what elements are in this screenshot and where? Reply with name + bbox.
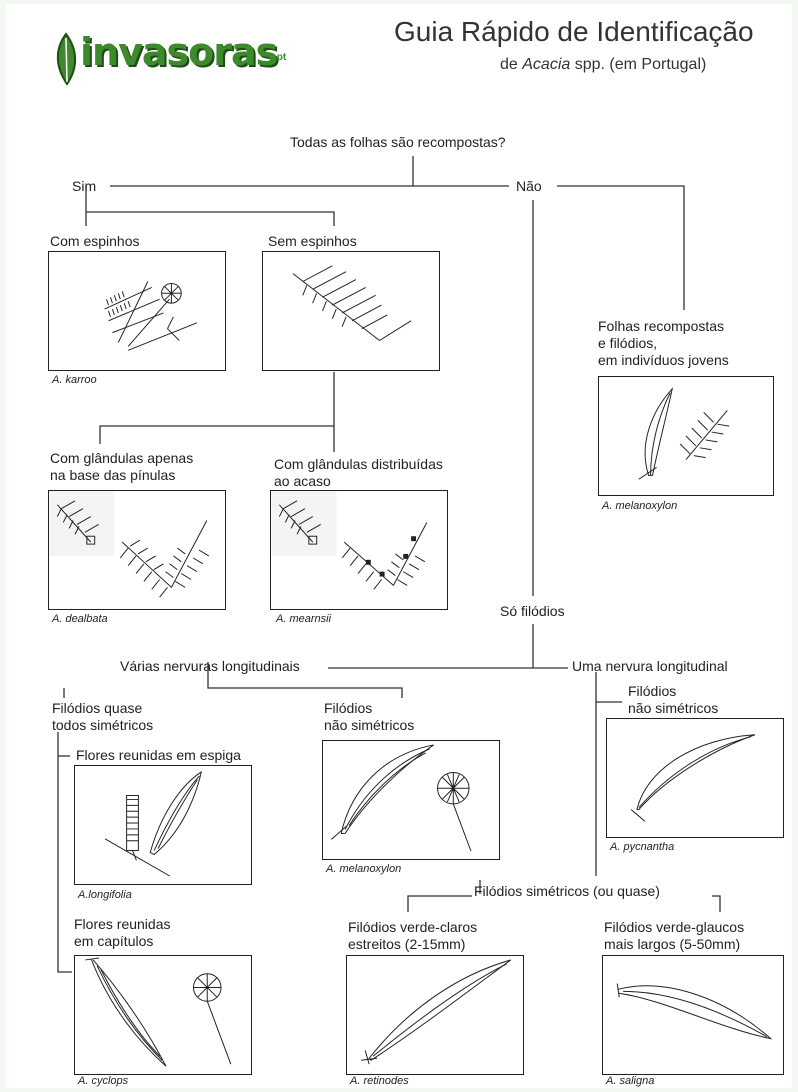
illustration-pycnantha [606,718,784,838]
bipinnate-gland-random-icon [271,491,428,590]
illustration-melanoxylon-mid [322,740,500,860]
page-subtitle: de Acacia spp. (em Portugal) [500,56,706,74]
phyllode-and-flower-icon [331,744,472,852]
species-melanoxylon-top: A. melanoxylon [602,500,678,512]
label-varias-nervuras: Várias nervuras longitudinais [120,658,300,674]
species-dealbata: A. dealbata [52,613,108,625]
illustration-mearnsii [270,490,448,610]
invasoras-logo: invasoras .pt [52,28,307,88]
illustration-sem-espinhos [262,251,440,371]
illustration-retinodes [346,955,524,1075]
species-pycnantha: A. pycnantha [610,841,675,853]
bipinnate-leaf-icon [292,265,412,341]
label-so-filodios: Só filódios [500,603,565,619]
phyllode-and-capitulum-icon [85,957,232,1067]
label-verde-glaucos: Filódios verde-glaucos mais largos (5-50… [604,919,745,952]
label-verde-claros: Filódios verde-claros estreitos (2-15mm) [348,919,478,952]
species-melanoxylon-mid: A. melanoxylon [326,863,402,875]
narrow-phyllode-icon [361,959,512,1065]
label-folhas-recompostas: Folhas recompostas e filódios, em indiví… [598,318,729,368]
species-karroo: A. karroo [52,374,97,386]
species-retinodes: A. retinodes [350,1075,409,1087]
page-title: Guia Rápido de Identificação [394,16,754,47]
label-quase-simetricos: Filódios quase todos simétricos [52,700,154,733]
illustration-longifolia [74,765,252,885]
illustration-karroo [48,251,226,371]
answer-sim: Sim [72,178,97,194]
label-espiga: Flores reunidas em espiga [76,747,241,763]
phyllode-and-spike-icon [104,770,203,877]
broad-phyllode-icon [616,983,773,1040]
label-sem-espinhos: Sem espinhos [268,233,357,249]
illustration-melanoxylon-top [598,376,774,496]
logo-suffix: .pt [274,52,287,63]
bipinnate-thorn-leaf-icon [104,281,198,351]
logo-word: invasoras [80,30,278,74]
label-glandulas-base: Com glândulas apenas na base das pínulas [50,450,194,483]
curved-phyllode-icon [630,734,756,822]
subtitle-prefix: de [500,56,523,73]
species-mearnsii: A. mearnsii [276,613,332,625]
label-com-espinhos: Com espinhos [50,233,140,249]
label-capitulos: Flores reunidas em capítulos [74,916,171,949]
species-cyclops: A. cyclops [78,1075,129,1087]
answer-nao: Não [516,178,542,194]
illustration-saligna [602,955,784,1075]
subtitle-suffix: spp. (em Portugal) [570,56,707,73]
bipinnate-gland-base-icon [49,491,210,598]
label-simetricos-quase: Filódios simétricos (ou quase) [474,883,660,899]
label-nao-simetricos-left: Filódios não simétricos [324,700,415,733]
subtitle-genus: Acacia [522,56,571,73]
leaf-logo-icon [56,32,77,86]
label-nao-simetricos-right: Filódios não simétricos [628,683,719,716]
label-uma-nervura: Uma nervura longitudinal [572,658,728,674]
phyllode-and-bipinnate-leaf-icon [638,387,730,480]
label-glandulas-acaso: Com glândulas distribuídas ao acaso [274,456,443,489]
illustration-cyclops [74,955,252,1075]
question-root: Todas as folhas são recompostas? [290,134,506,150]
illustration-dealbata [48,490,226,610]
species-longifolia: A.longifolia [78,889,132,901]
species-saligna: A. saligna [606,1075,655,1087]
